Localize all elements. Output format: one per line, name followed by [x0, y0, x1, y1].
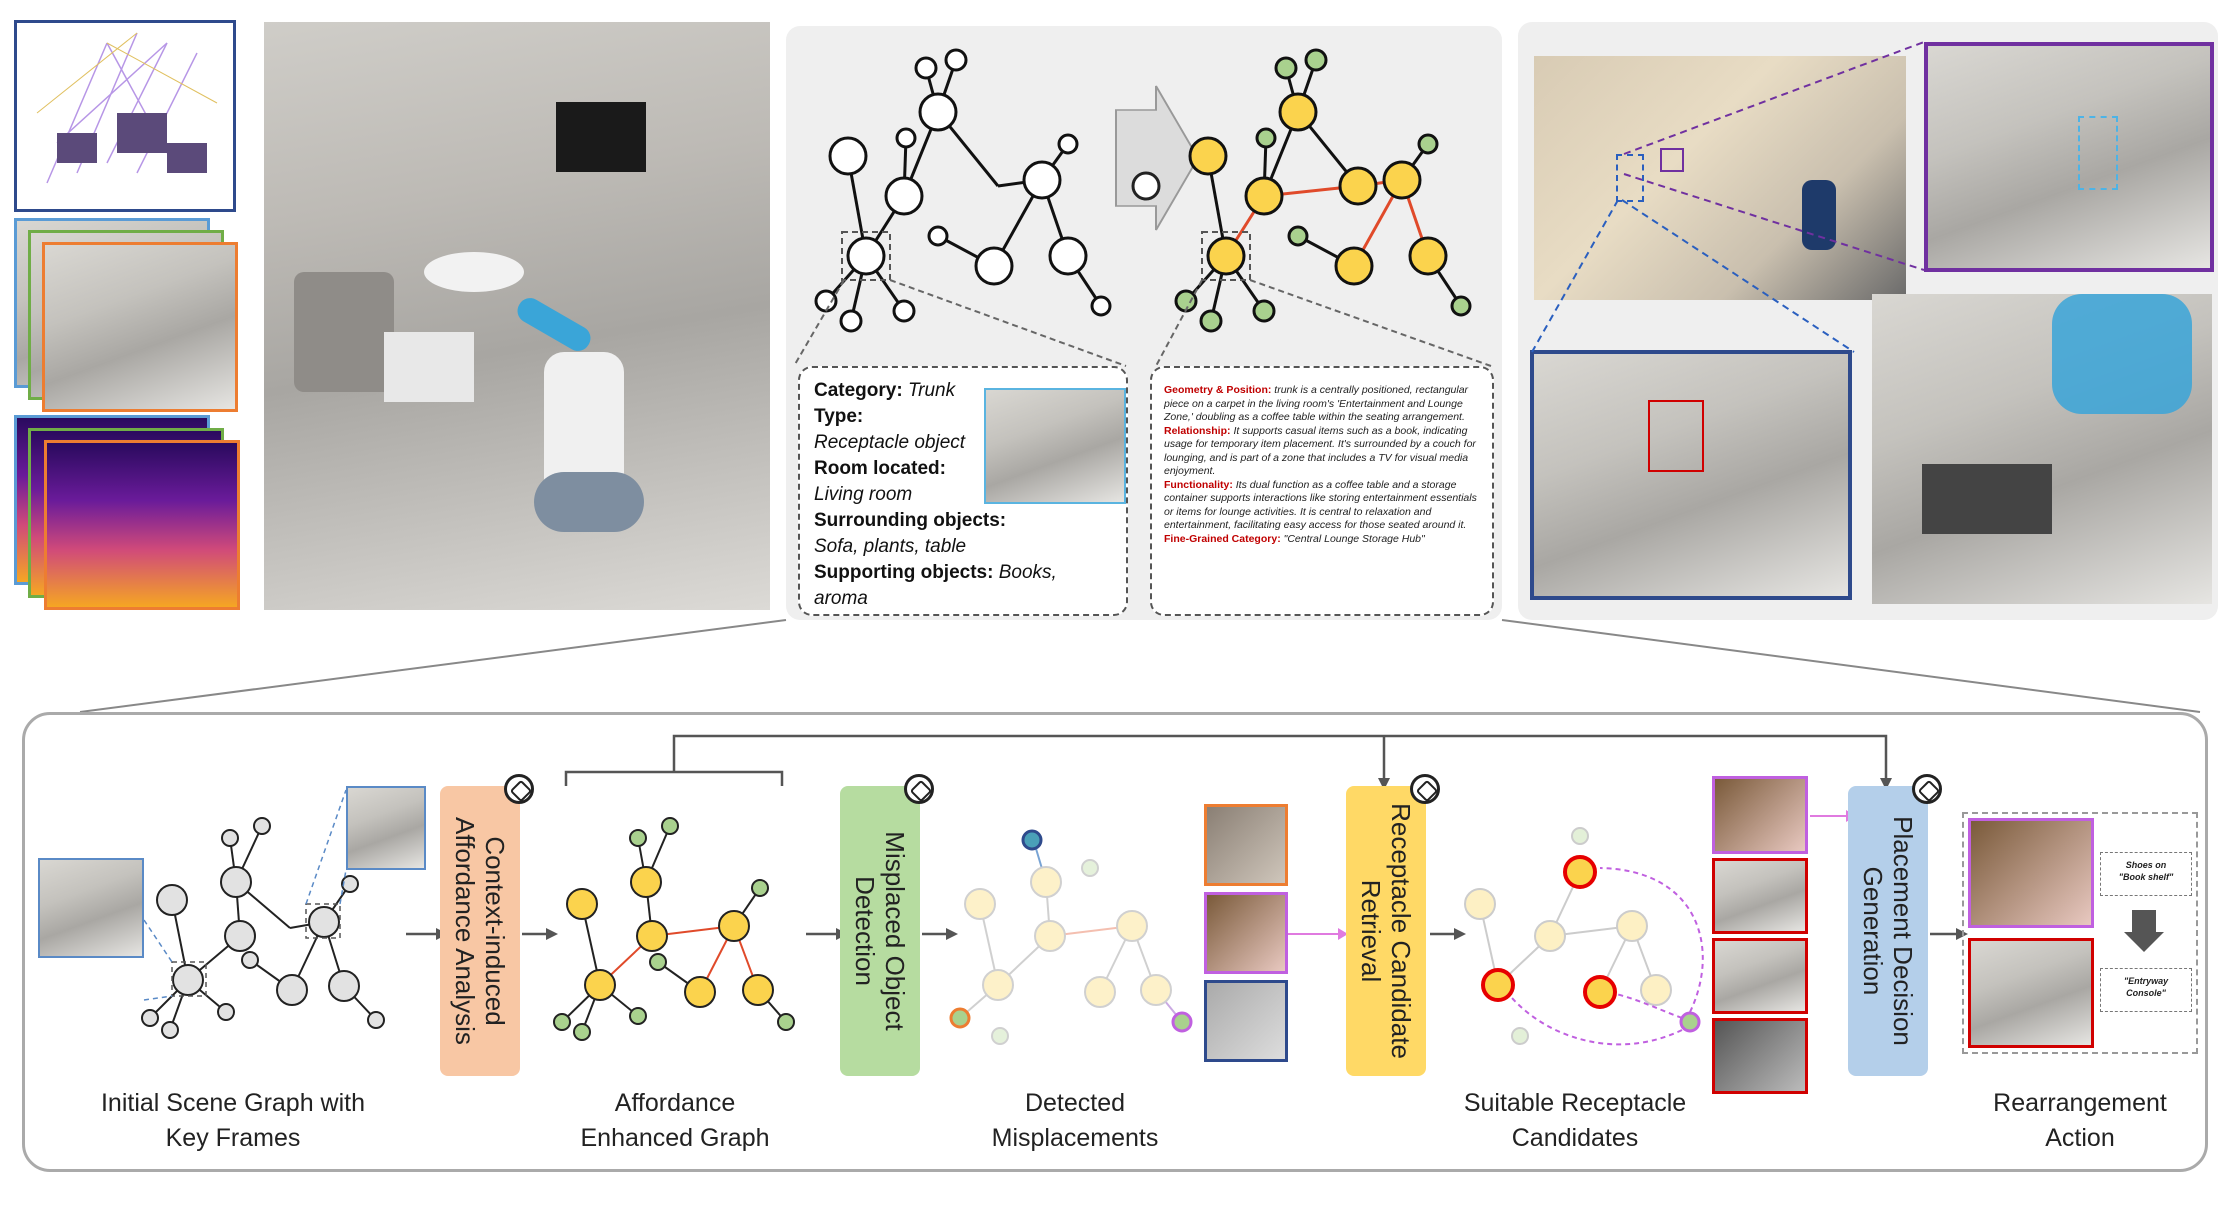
type-row: Type:	[814, 406, 864, 427]
room-row: Room located:	[814, 458, 946, 479]
description-text: Geometry & Position: trunk is a centrall…	[1164, 384, 1477, 545]
point-cloud-graphic	[36, 32, 218, 184]
target-dashed-box	[2078, 116, 2118, 190]
candidate-node-1	[1563, 855, 1597, 889]
candidate-view-bookshelf	[1712, 776, 1808, 854]
module-affordance-analysis: Context-induced Affordance Analysis	[440, 786, 520, 1076]
floorplan-connectors	[1531, 41, 1925, 353]
gpt-logo	[1131, 171, 1161, 201]
action-after-image	[1968, 938, 2094, 1048]
misplacement-graph	[959, 841, 1183, 1045]
blue-view-entryway	[1530, 350, 1852, 600]
key-frame-console	[346, 786, 426, 870]
misplaced-node-orange	[949, 1007, 971, 1029]
misplaced-object-chair	[1204, 980, 1288, 1062]
candidate-graph	[1464, 827, 1672, 1045]
gpt-icon-placement	[1912, 774, 1942, 804]
caption-receptacle-candidates: Suitable Receptacle Candidates	[1463, 1089, 1687, 1152]
supporting-row: Supporting objects: Books, aroma	[814, 562, 1057, 609]
sofa	[294, 272, 394, 392]
module-placement-decision: Placement Decision Generation	[1848, 786, 1928, 1076]
point-cloud-thumbnail	[14, 20, 236, 212]
gpt-icon-affordance	[504, 774, 534, 804]
raw-scene-graph	[814, 48, 1112, 333]
lamp-target-box	[1648, 400, 1704, 472]
category-row: Category: Trunk	[814, 380, 956, 401]
rgb-frame-front	[42, 242, 238, 412]
misplaced-object-shoes	[1204, 892, 1288, 974]
right-graph-highlight	[1201, 231, 1251, 281]
surrounding-row: Surrounding objects:	[814, 510, 1007, 531]
coffee-table	[424, 252, 524, 292]
query-node	[1679, 1011, 1701, 1033]
key-frame-shelf	[38, 858, 144, 958]
scene-graph-comparison	[793, 48, 1492, 367]
object-attribute-card: Category: Trunk Type: Receptacle object …	[798, 366, 1128, 616]
robot-gripper	[2052, 294, 2192, 414]
car-icon	[1802, 180, 1836, 250]
enhanced-nodes	[1174, 48, 1472, 333]
tv-screen	[556, 102, 646, 172]
trunk-thumbnail	[984, 388, 1126, 504]
left-graph-highlight	[841, 231, 891, 281]
purple-view-living-room	[1924, 42, 2214, 272]
action-before-image	[1968, 818, 2094, 928]
floorplan-highlight-box	[1616, 154, 1644, 202]
floorplan-topdown	[1534, 56, 1906, 300]
rearrangement-action-box	[1962, 812, 2198, 1054]
depth-frame-front	[44, 440, 240, 610]
trunk	[384, 332, 474, 402]
object-description-card: Geometry & Position: trunk is a centrall…	[1150, 366, 1494, 616]
module-receptacle-retrieval: Receptacle Candidate Retrieval	[1346, 786, 1426, 1076]
gpt-icon-receptacle	[1410, 774, 1440, 804]
robot-placing-view	[1872, 294, 2212, 604]
caption-affordance-graph: Affordance Enhanced Graph	[580, 1089, 770, 1152]
floorplan-highlight-box-2	[1660, 148, 1684, 172]
misplaced-object-books	[1204, 804, 1288, 886]
robot-living-room-render	[264, 22, 770, 610]
candidate-view-console	[1712, 858, 1808, 934]
caption-initial-graph: Initial Scene Graph with Key Frames	[100, 1089, 366, 1152]
type-value: Receptacle object	[814, 432, 966, 453]
action-note-before: Shoes on"Book shelf"	[2100, 852, 2192, 896]
surrounding-value: Sofa, plants, table	[814, 536, 967, 557]
caption-detected-misplacements: Detected Misplacements	[991, 1089, 1159, 1152]
misplaced-node-blue	[1021, 829, 1043, 851]
candidate-view-tv	[1712, 1018, 1808, 1094]
candidate-node-3	[1583, 975, 1617, 1009]
candidate-node-2	[1481, 968, 1515, 1002]
room-value: Living room	[814, 484, 913, 505]
initial-scene-graph	[141, 817, 385, 1039]
candidate-view-table	[1712, 938, 1808, 1014]
affordance-graph	[553, 817, 795, 1041]
caption-rearrangement-action: Rearrangement Action	[1993, 1089, 2167, 1152]
module-misplaced-detection: Misplaced Object Detection	[840, 786, 920, 1076]
book-stack	[1922, 464, 2052, 534]
robot-base	[534, 472, 644, 532]
gpt-icon-misplaced	[904, 774, 934, 804]
misplaced-node-purple	[1171, 1011, 1193, 1033]
